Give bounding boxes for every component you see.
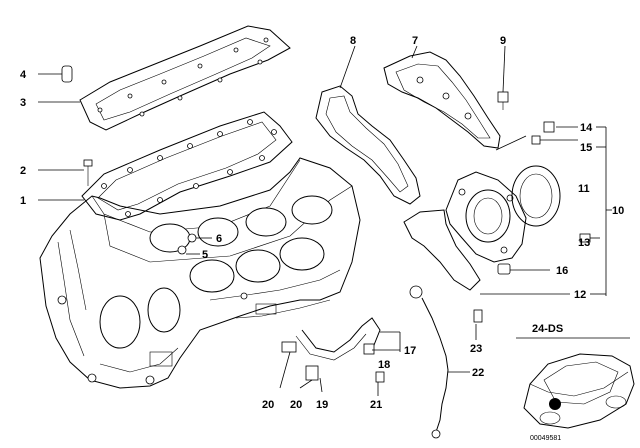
plug-5-6 (177, 233, 197, 255)
timing-cover-gasket (315, 85, 421, 205)
oil-pan-gasket (81, 111, 293, 221)
callout-8: 8 (350, 35, 356, 47)
knock-sensor-harness (409, 285, 483, 439)
callout-13: 13 (578, 237, 590, 249)
callout-17: 17 (404, 345, 416, 357)
callout-6: 6 (216, 233, 222, 245)
sump-gasket-upper (79, 25, 291, 131)
callout-labels: 4 3 2 1 5 6 8 7 9 14 15 11 10 13 16 12 1… (20, 35, 624, 411)
callout-12: 12 (574, 289, 586, 301)
leader-lines (38, 45, 612, 396)
engine-block (39, 157, 361, 389)
radial-seal-ring (511, 165, 561, 227)
image-code: 00049581 (530, 435, 561, 442)
callout-3: 3 (20, 97, 26, 109)
callout-14: 14 (580, 122, 593, 134)
location-marker (549, 398, 561, 410)
timing-case-cover (383, 51, 501, 149)
callout-20-left: 20 (262, 399, 274, 411)
callout-21: 21 (370, 399, 382, 411)
callout-7: 7 (412, 35, 418, 47)
callout-1: 1 (20, 195, 26, 207)
callout-4: 4 (20, 69, 27, 81)
sleeve-16 (497, 263, 511, 275)
car-silhouette (523, 353, 635, 429)
callout-2: 2 (20, 165, 26, 177)
callout-19: 19 (316, 399, 328, 411)
rear-crankshaft-cover (445, 171, 527, 263)
dowel-pin (61, 65, 73, 83)
callout-9: 9 (500, 35, 506, 47)
callout-23: 23 (470, 343, 482, 355)
callout-11: 11 (578, 183, 590, 195)
callout-5: 5 (202, 249, 208, 261)
screw-2 (83, 159, 93, 186)
callout-15: 15 (580, 142, 592, 154)
callout-20-right: 20 (290, 399, 302, 411)
callout-22: 22 (472, 367, 484, 379)
cover-gasket-12 (403, 209, 481, 291)
oil-pipe (281, 317, 385, 383)
callout-16: 16 (556, 265, 568, 277)
screw-14-15 (531, 121, 555, 145)
callout-10: 10 (612, 205, 624, 217)
callout-18: 18 (378, 359, 390, 371)
screw-9 (497, 91, 509, 110)
inset-label: 24-DS (532, 323, 563, 335)
location-inset: 24-DS 00049581 (516, 323, 635, 442)
